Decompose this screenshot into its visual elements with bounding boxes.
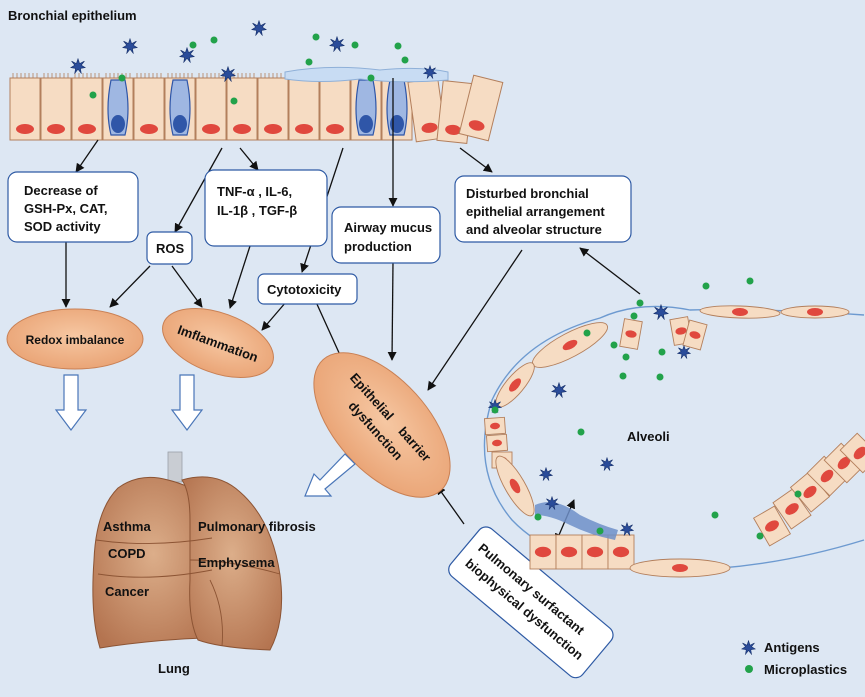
antigen-icon — [677, 345, 691, 359]
disease-asthma: Asthma — [103, 519, 151, 534]
microplastic-legend-icon — [745, 665, 753, 673]
box-cytotoxicity: Cytotoxicity — [257, 273, 358, 305]
box-cytokines: TNF-α , IL-6,IL-1β , TGF-β — [204, 169, 328, 247]
antigen-icon — [179, 47, 195, 63]
svg-text:TNF-α , IL-6,IL-1β , TGF-β: TNF-α , IL-6,IL-1β , TGF-β — [217, 184, 297, 218]
disease-copd: COPD — [108, 546, 146, 561]
legend: Antigens Microplastics — [741, 640, 847, 677]
lung-label: Lung — [158, 661, 190, 676]
alveoli-label: Alveoli — [627, 429, 670, 444]
hollow-arrows — [54, 374, 356, 497]
disease-cancer: Cancer — [105, 584, 149, 599]
alveolus: Alveoli — [483, 277, 865, 578]
legend-microplastics: Microplastics — [764, 662, 847, 677]
disease-emphysema: Emphysema — [198, 555, 275, 570]
antigen-icon — [551, 382, 567, 398]
mucus-layer — [284, 66, 449, 83]
antigen-icon — [329, 36, 345, 52]
ellipse-inflammation: Imflammation — [162, 308, 274, 378]
disease-pulmonary-fibrosis: Pulmonary fibrosis — [198, 519, 316, 534]
antigen-icon — [122, 38, 138, 54]
svg-text:Cytotoxicity: Cytotoxicity — [267, 282, 342, 297]
diagram-title: Bronchial epithelium — [8, 8, 137, 23]
legend-antigens: Antigens — [764, 640, 820, 655]
svg-text:ROS: ROS — [156, 241, 185, 256]
arrows — [61, 78, 641, 543]
antigen-icon — [600, 457, 614, 471]
antigen-icon — [70, 58, 86, 74]
lung-illustration: Asthma COPD Cancer Pulmonary fibrosis Em… — [92, 451, 316, 676]
bronchial-epithelium — [9, 73, 504, 144]
antigen-icon — [620, 522, 634, 536]
ellipse-redox-imbalance: Redox imbalance — [6, 308, 144, 370]
box-ros: ROS — [146, 231, 193, 265]
svg-text:Redox imbalance: Redox imbalance — [26, 333, 125, 347]
airway-particles — [70, 20, 437, 105]
antigen-icon — [251, 20, 267, 36]
antigen-legend-icon — [741, 640, 756, 655]
antigen-icon — [539, 467, 553, 481]
